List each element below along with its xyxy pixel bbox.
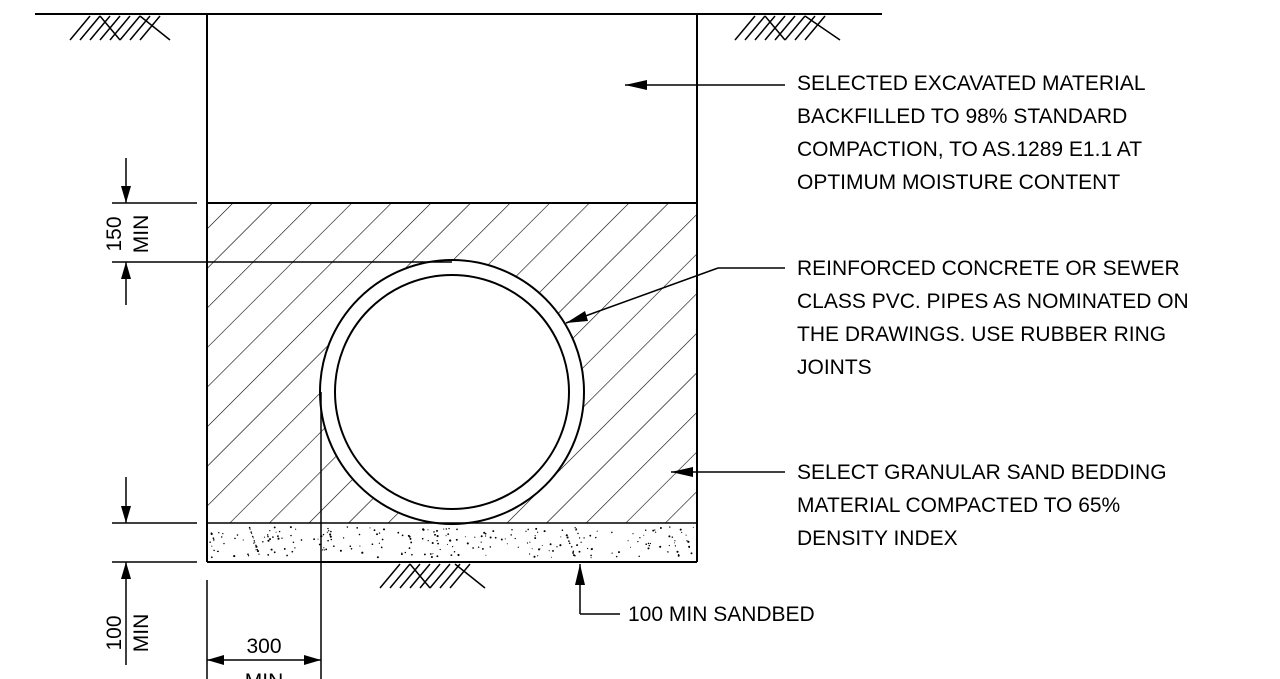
note-backfill-line: SELECTED EXCAVATED MATERIAL [797,72,1145,95]
sandbed-stipple [209,526,694,559]
note-pipe: REINFORCED CONCRETE OR SEWER CLASS PVC. … [797,257,1195,379]
note-backfill-line: COMPACTION, TO AS.1289 E1.1 AT [797,138,1142,161]
leader-pipe [565,267,785,324]
dim-cover-unit: MIN [130,215,153,254]
dim-cover-value: 150 [103,216,126,251]
leader-sandbed [575,564,620,615]
note-bedding-line: MATERIAL COMPACTED TO 65% [797,494,1120,517]
dim-sandbed-value: 100 [103,615,126,650]
note-backfill: SELECTED EXCAVATED MATERIAL BACKFILLED T… [797,72,1151,194]
note-bedding: SELECT GRANULAR SAND BEDDING MATERIAL CO… [797,461,1172,550]
note-pipe-line: REINFORCED CONCRETE OR SEWER [797,257,1180,280]
dim-sandbed-unit: MIN [130,614,153,653]
leader-bedding [671,467,785,477]
ground-symbol-left [69,15,171,41]
dimension-side [206,392,322,679]
note-backfill-line: BACKFILLED TO 98% STANDARD [797,105,1127,128]
note-sandbed: 100 MIN SANDBED [628,603,815,626]
pipe-inner-wall [334,274,570,510]
sandbed-zone [207,523,697,562]
dim-side-unit: MIN [245,670,284,679]
note-pipe-line: CLASS PVC. PIPES AS NOMINATED ON [797,290,1189,313]
ground-symbol-right [734,15,841,41]
note-bedding-line: SELECT GRANULAR SAND BEDDING [797,461,1167,484]
note-backfill-line: OPTIMUM MOISTURE CONTENT [797,171,1120,194]
dimension-cover [112,158,452,305]
leader-backfill [625,80,785,90]
ground-symbol-bottom [379,563,486,589]
dimension-sandbed [112,477,197,665]
note-pipe-line: JOINTS [797,356,872,379]
dim-side-value: 300 [246,635,281,658]
note-bedding-line: DENSITY INDEX [797,527,958,550]
note-pipe-line: THE DRAWINGS. USE RUBBER RING [797,323,1166,346]
